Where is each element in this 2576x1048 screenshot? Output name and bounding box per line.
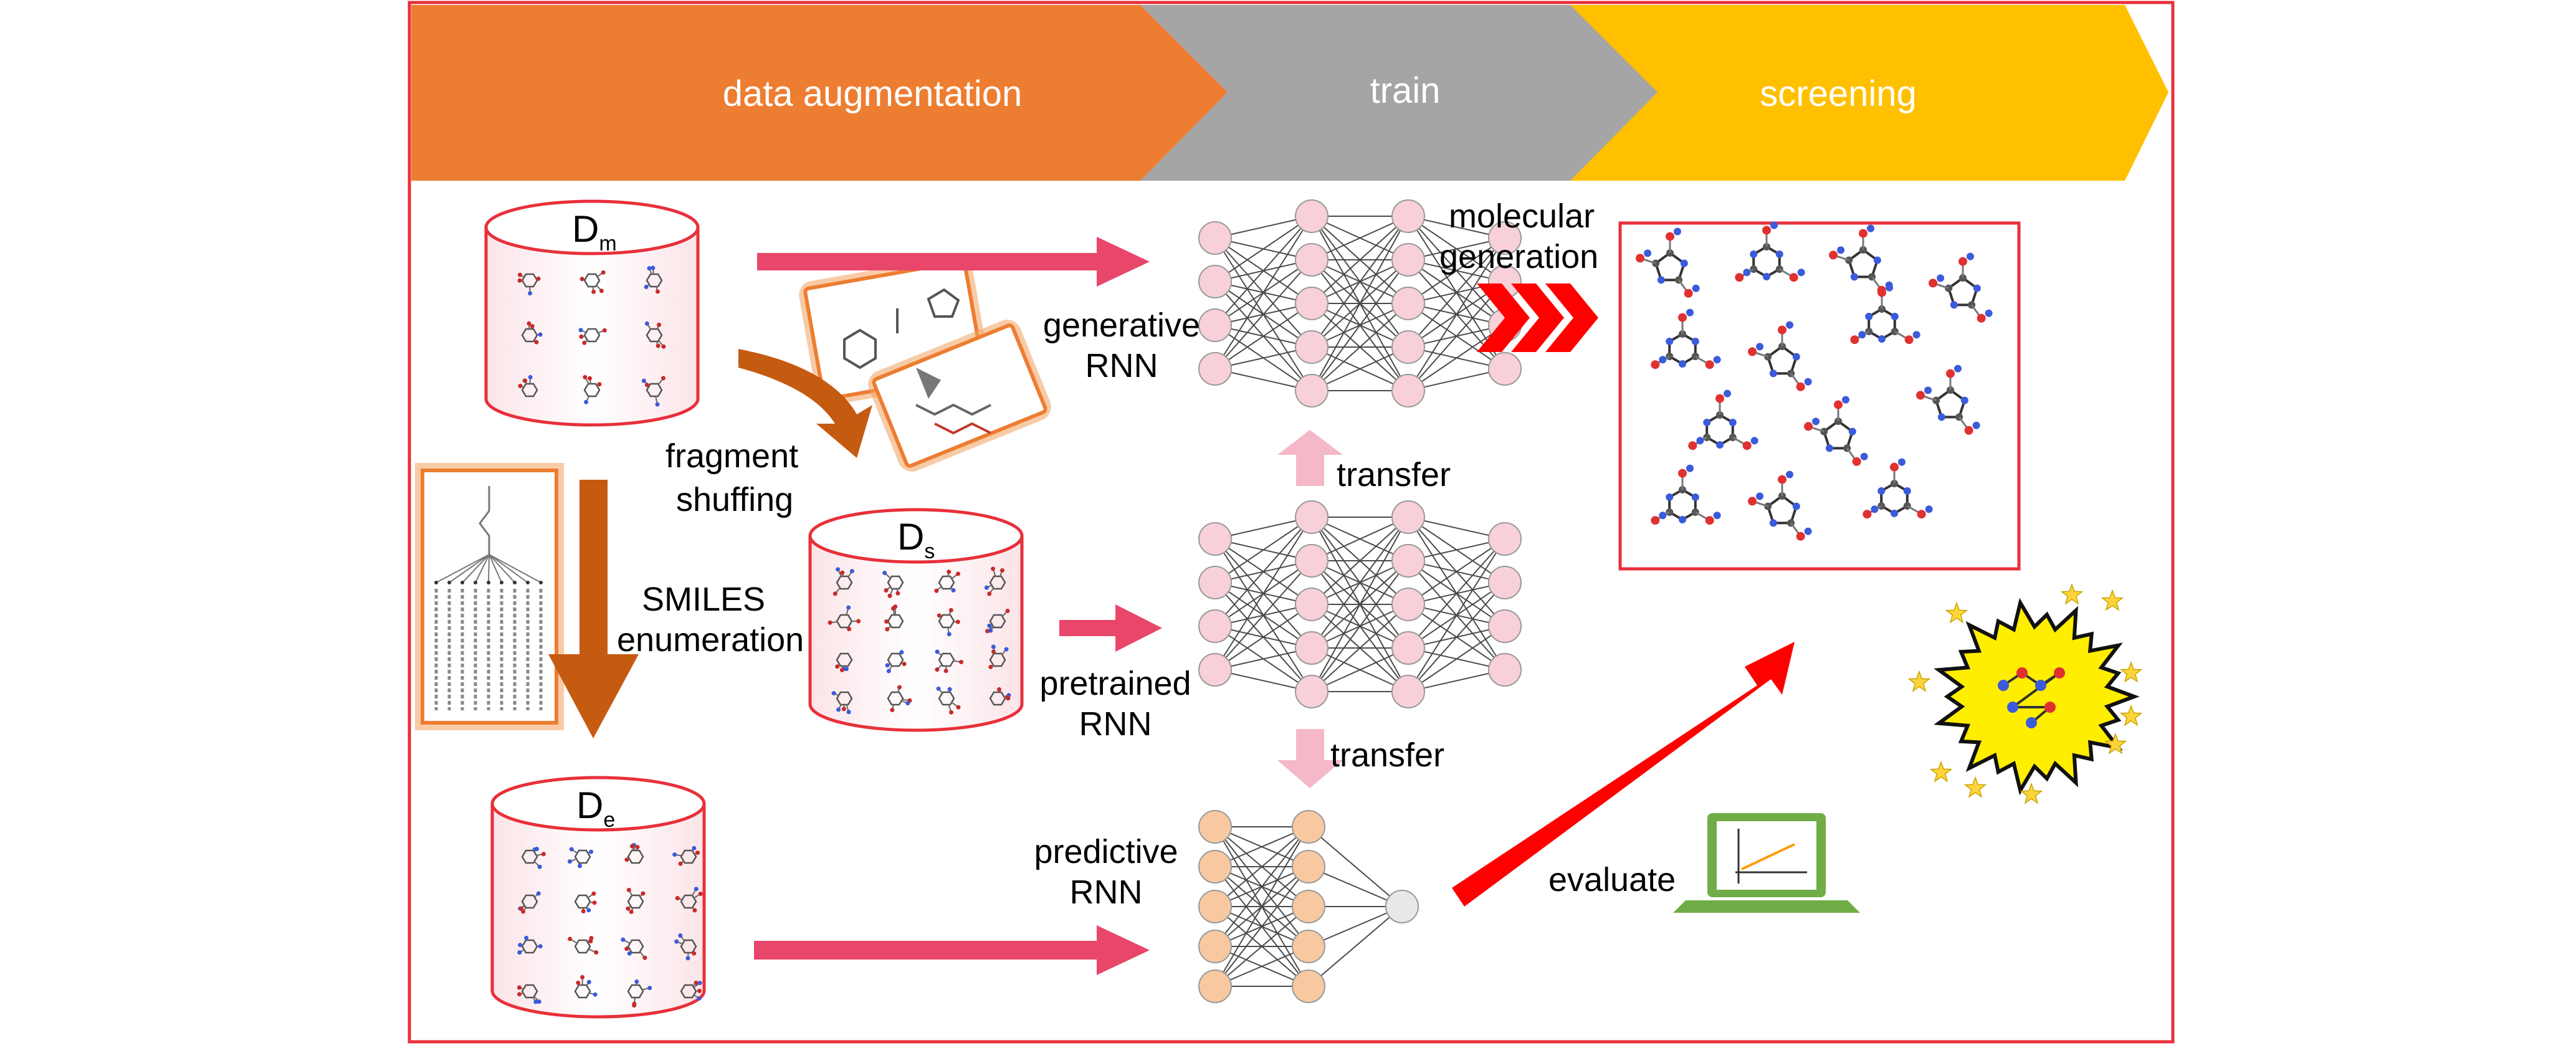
dataset-ds-cylinder: Ds xyxy=(810,510,1022,730)
network-node xyxy=(1199,850,1231,883)
network-node xyxy=(1295,632,1328,664)
network-node xyxy=(1392,675,1424,708)
network-node xyxy=(1295,588,1328,621)
network-node xyxy=(1199,222,1231,254)
network-node xyxy=(1489,566,1521,599)
train-stage-label: train xyxy=(1370,70,1441,111)
network-node xyxy=(1292,930,1325,963)
network-node xyxy=(1199,811,1231,843)
smiles-box xyxy=(422,470,556,723)
network-node xyxy=(1199,309,1231,341)
network-node xyxy=(1392,331,1424,363)
predictive-label-1: predictive xyxy=(1034,833,1178,870)
network-node xyxy=(1292,850,1325,883)
network-node xyxy=(1489,523,1521,555)
network-node xyxy=(1199,566,1231,599)
evaluate-label: evaluate xyxy=(1548,861,1676,898)
network-node xyxy=(1199,654,1231,686)
network-node xyxy=(1489,654,1521,686)
network-node xyxy=(1295,287,1328,320)
network-node xyxy=(1295,545,1328,577)
smiles-label-1: SMILES xyxy=(642,581,765,618)
network-node xyxy=(1199,930,1231,963)
network-node xyxy=(1392,545,1424,577)
stage-banner: data augmentation train screening xyxy=(411,5,2168,181)
network-node xyxy=(1199,523,1231,555)
network-node xyxy=(1295,675,1328,708)
network-node xyxy=(1392,501,1424,533)
network-node xyxy=(1199,610,1231,642)
network-node xyxy=(1489,353,1521,385)
network-node xyxy=(1295,374,1328,407)
network-node xyxy=(1199,890,1231,923)
fragment-label-1: fragment xyxy=(665,437,798,475)
transfer-label-bottom: transfer xyxy=(1330,736,1444,774)
network-node xyxy=(1199,353,1231,385)
network-node xyxy=(1392,632,1424,664)
generative-label-2: RNN xyxy=(1085,347,1158,384)
generative-label-1: generative xyxy=(1043,307,1200,344)
network-node xyxy=(1392,588,1424,621)
network-node xyxy=(1292,970,1325,1003)
network-node xyxy=(1392,287,1424,320)
network-node xyxy=(1295,331,1328,363)
screening-stage-label: screening xyxy=(1760,74,1916,114)
dataset-de-cylinder: De xyxy=(492,778,704,1017)
network-node xyxy=(1295,244,1328,276)
network-node xyxy=(1386,890,1418,923)
pretrained-label-1: pretrained xyxy=(1039,665,1191,702)
augmentation-stage-label: data augmentation xyxy=(723,74,1022,114)
network-node xyxy=(1292,811,1325,843)
network-node xyxy=(1392,200,1424,232)
molgen-label-1: molecular xyxy=(1449,198,1595,235)
network-node xyxy=(1489,610,1521,642)
network-node xyxy=(1295,501,1328,533)
network-node xyxy=(1292,890,1325,923)
fragment-label-2: shuffing xyxy=(676,481,793,518)
molgen-label-2: generation xyxy=(1439,238,1598,275)
dataset-dm-cylinder: Dm xyxy=(486,201,698,425)
predictive-label-2: RNN xyxy=(1070,874,1143,911)
network-node xyxy=(1199,970,1231,1003)
network-node xyxy=(1295,200,1328,232)
pretrained-label-2: RNN xyxy=(1079,705,1152,743)
smiles-label-2: enumeration xyxy=(617,621,804,659)
network-node xyxy=(1392,374,1424,407)
network-node xyxy=(1199,265,1231,298)
transfer-label-top: transfer xyxy=(1337,456,1451,493)
network-node xyxy=(1392,244,1424,276)
